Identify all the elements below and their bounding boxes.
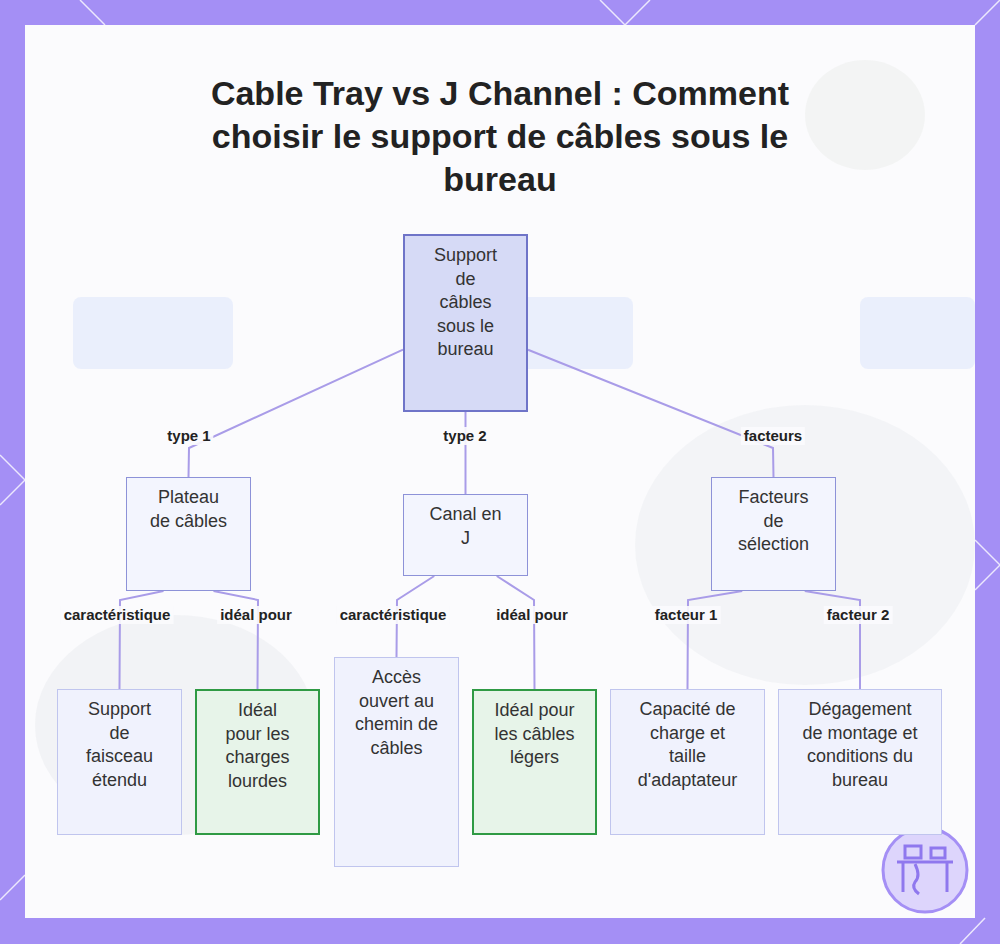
factor-group-box: Facteurs de sélection — [711, 477, 836, 591]
node-text: Plateau de câbles — [147, 486, 230, 533]
edge-label: facteurs — [741, 427, 805, 445]
connector-line — [497, 576, 535, 689]
type-box: Plateau de câbles — [126, 477, 251, 591]
node-text: Support de câbles sous le bureau — [427, 244, 504, 362]
factor-box: Capacité de charge et taille d'adaptateu… — [610, 689, 765, 835]
node-text: Idéal pour les câbles légers — [490, 699, 579, 770]
node-text: Dégagement de montage et conditions du b… — [801, 698, 919, 792]
factor-box: Dégagement de montage et conditions du b… — [778, 689, 942, 835]
ideal-box: Idéal pour les charges lourdes — [195, 689, 320, 835]
node-text: Support de faisceau étendu — [80, 698, 159, 792]
edge-label: idéal pour — [493, 606, 571, 624]
edge-label: idéal pour — [217, 606, 295, 624]
node-text: Facteurs de sélection — [732, 486, 815, 557]
edge-label: type 2 — [440, 427, 489, 445]
node-text: Canal en J — [426, 503, 505, 550]
connector-line — [465, 412, 466, 494]
feature-box: Accès ouvert au chemin de câbles — [334, 657, 459, 867]
root-box: Support de câbles sous le bureau — [403, 234, 528, 412]
connector-line — [189, 350, 404, 477]
logo-icon — [875, 820, 975, 920]
ideal-box: Idéal pour les câbles légers — [472, 689, 597, 835]
edge-label: caractéristique — [337, 606, 450, 624]
connector-line — [528, 350, 774, 477]
feature-box: Support de faisceau étendu — [57, 689, 182, 835]
type-box: Canal en J — [403, 494, 528, 576]
edge-label: facteur 1 — [652, 606, 721, 624]
edge-label: caractéristique — [61, 606, 174, 624]
diagram-title: Cable Tray vs J Channel : Comment choisi… — [185, 72, 815, 201]
node-text: Idéal pour les charges lourdes — [219, 699, 296, 793]
edge-label: type 1 — [164, 427, 213, 445]
node-text: Accès ouvert au chemin de câbles — [353, 666, 440, 760]
edge-label: facteur 2 — [824, 606, 893, 624]
node-text: Capacité de charge et taille d'adaptateu… — [631, 698, 744, 792]
